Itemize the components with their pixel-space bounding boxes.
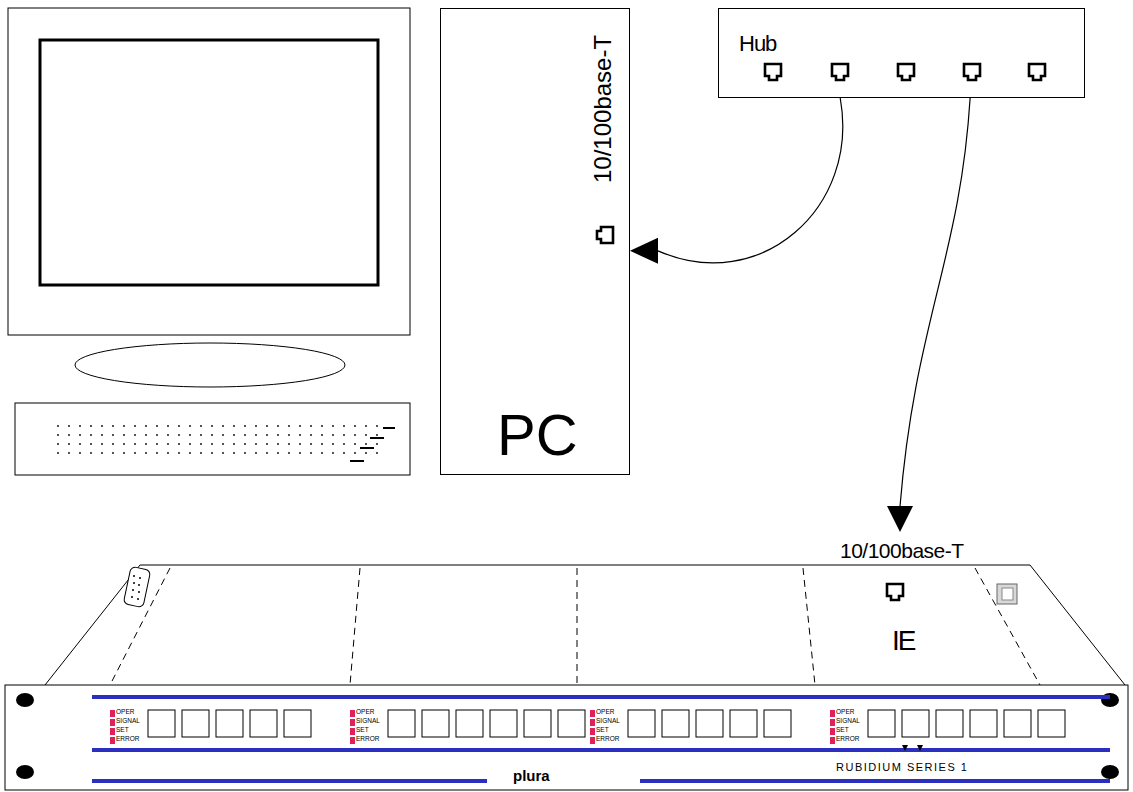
display-window: [1004, 710, 1031, 737]
display-window: [558, 710, 585, 737]
ethernet-port: [597, 227, 613, 243]
led: [110, 710, 115, 717]
led: [590, 737, 595, 744]
device-box: 10/100base-T PC: [440, 8, 630, 475]
monitor-stand: [75, 343, 345, 387]
display-window: [182, 710, 209, 737]
power-switch: [997, 584, 1017, 604]
port-label: 10/100base-T: [591, 35, 615, 183]
display-window: [148, 710, 175, 737]
device-name: Hub: [739, 33, 776, 55]
arrowhead: [630, 238, 658, 264]
led: [350, 710, 355, 717]
led-label: OPER: [596, 709, 614, 716]
hub-port: [832, 64, 848, 80]
led-label: ERROR: [356, 736, 379, 743]
brand-name: plura: [513, 768, 550, 783]
led: [110, 728, 115, 735]
keyboard-keys: [50, 420, 380, 460]
led: [830, 728, 835, 735]
led: [830, 737, 835, 744]
monitor-screen: [40, 40, 378, 285]
led-label: SET: [356, 727, 369, 734]
led-label: ERROR: [596, 736, 619, 743]
module-faces: [110, 710, 1065, 744]
display-window: [936, 710, 963, 737]
display-window: [662, 710, 689, 737]
led-label: ERROR: [116, 736, 139, 743]
led: [110, 737, 115, 744]
display-window: [524, 710, 551, 737]
display-window: [868, 710, 895, 737]
module-name: IE: [892, 627, 914, 655]
port-label: 10/100base-T: [840, 540, 964, 561]
led-label: SET: [836, 727, 849, 734]
ethernet-port: [887, 584, 903, 600]
keyboard: [15, 403, 410, 475]
led-label: OPER: [356, 709, 374, 716]
display-window: [250, 710, 277, 737]
led-label: SIGNAL: [116, 718, 140, 725]
display-window: [970, 710, 997, 737]
led: [830, 719, 835, 726]
display-window: [1038, 710, 1065, 737]
device-box: Hub: [718, 8, 1085, 98]
led: [350, 719, 355, 726]
cable-line: [900, 98, 970, 506]
hub-port: [964, 64, 980, 80]
mounting-hole: [16, 693, 1119, 779]
led: [830, 710, 835, 717]
keyboard-keys: [350, 428, 395, 461]
display-window: [388, 710, 415, 737]
led-label: SIGNAL: [356, 718, 380, 725]
display-window: [422, 710, 449, 737]
led-label: ERROR: [836, 736, 859, 743]
display-window: [284, 710, 311, 737]
display-window: [696, 710, 723, 737]
network-cable: [630, 98, 843, 264]
hub-port: [898, 64, 914, 80]
marker: [902, 745, 923, 751]
cable-line: [658, 98, 843, 263]
led: [350, 728, 355, 735]
display-window: [216, 710, 243, 737]
display-window: [764, 710, 791, 737]
device-name: PC: [497, 406, 578, 464]
rack-top: [45, 565, 1125, 685]
hub-port: [1029, 64, 1045, 80]
led-label: SET: [116, 727, 129, 734]
db9-connector: [123, 566, 150, 607]
arrowhead: [887, 506, 913, 532]
display-window: [730, 710, 757, 737]
led: [350, 737, 355, 744]
front-panel: [5, 685, 1128, 790]
display-window: [456, 710, 483, 737]
panel-stripe: [92, 697, 1110, 781]
led: [590, 719, 595, 726]
led-label: SIGNAL: [596, 718, 620, 725]
rack-unit: 10/100base-T IE: [5, 532, 1128, 792]
display-window: [902, 710, 929, 737]
led-label: OPER: [836, 709, 854, 716]
display-window: [628, 710, 655, 737]
network-cable: [887, 98, 970, 532]
led-label: SIGNAL: [836, 718, 860, 725]
led-label: SET: [596, 727, 609, 734]
monitor-housing: [8, 8, 410, 335]
module-divider: [110, 568, 1040, 685]
led: [590, 728, 595, 735]
model-name: RUBIDIUM SERIES 1: [836, 762, 968, 773]
display-window: [490, 710, 517, 737]
hub-port: [765, 64, 781, 80]
led: [110, 719, 115, 726]
led-label: OPER: [116, 709, 134, 716]
led: [590, 710, 595, 717]
